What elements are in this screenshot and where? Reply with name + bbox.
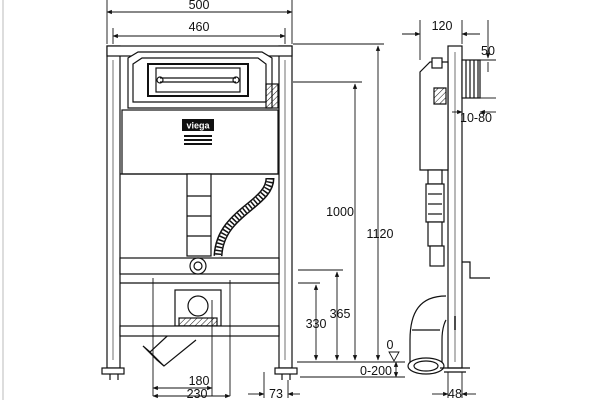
cistern [127,51,279,109]
dim-bottom-180: 180 [189,374,210,388]
dim-height-1000: 1000 [326,205,354,219]
dim-foot-adjust: 0-200 [360,364,392,378]
dim-wall-gap: 10-80 [460,111,492,125]
inlet-fitting [189,257,207,275]
right-frame-post [278,45,293,369]
front-view: viega [101,45,298,380]
dim-height-1120: 1120 [367,227,394,241]
side-bracket [462,261,490,279]
dim-offset-50: 50 [481,44,495,58]
viega-logo: viega [182,119,214,145]
side-dimensions [402,20,496,398]
dim-frame-depth-48: 48 [448,387,462,400]
fill-pipe [186,173,212,257]
dim-height-365: 365 [330,307,351,321]
front-dimensions [106,0,405,399]
dim-overall-width: 500 [189,0,210,12]
side-hose [425,169,445,267]
front-dimension-labels: 500 460 1000 1120 365 330 0 0-200 180 23… [187,0,394,401]
left-foot [101,367,125,380]
dim-bottom-230: 230 [187,387,208,400]
dim-floor-zero: 0 [387,338,394,352]
dim-height-330: 330 [306,317,327,331]
dim-foot-offset-73: 73 [269,387,283,400]
left-frame-post [106,45,121,369]
flexible-hose [213,177,275,257]
bottom-rail [119,325,280,337]
right-foot [274,367,298,380]
dim-frame-width: 460 [189,20,210,34]
side-dimension-labels: 120 50 10-80 48 [432,19,495,401]
side-cistern [419,57,449,171]
svg-text:viega: viega [186,121,210,131]
side-view [407,45,490,375]
side-drain-bend [407,295,456,375]
dim-depth-120: 120 [432,19,453,33]
side-wall-pipe [461,59,481,99]
floor-level-marker [388,351,400,362]
drain-bend [142,289,222,367]
